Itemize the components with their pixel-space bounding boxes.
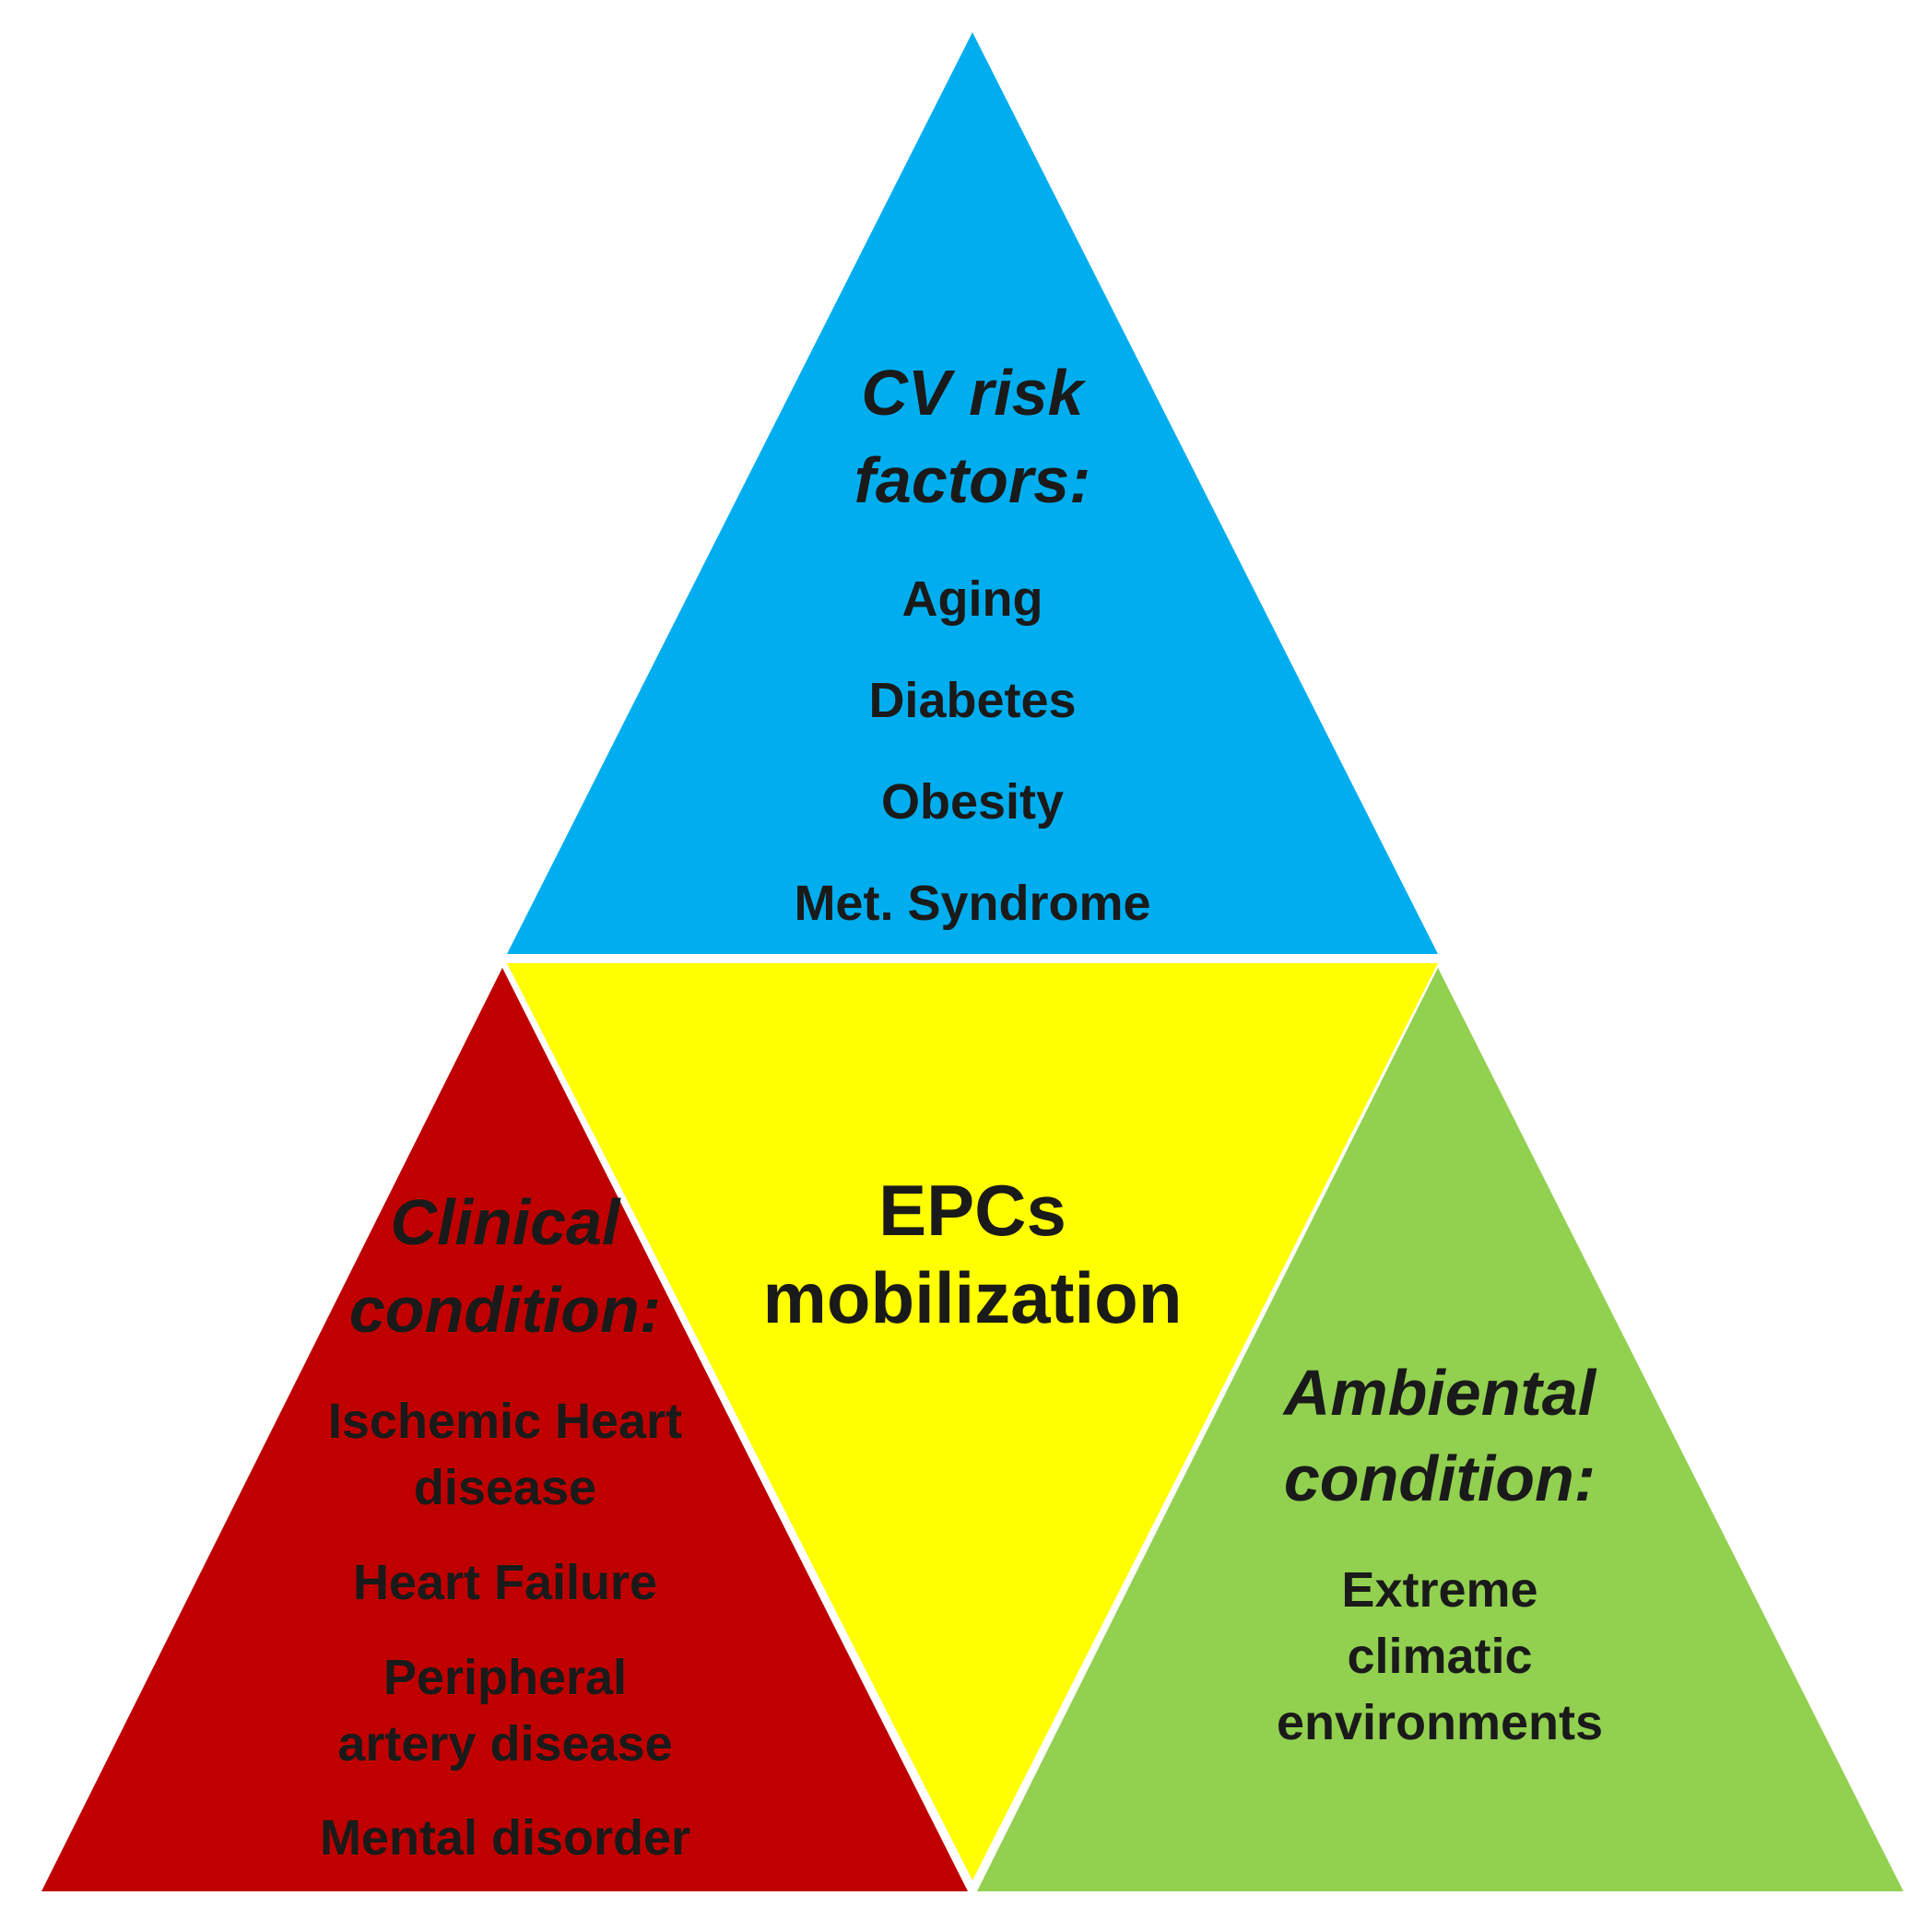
left-section: Clinical condition: Ischemic Heart disea…	[320, 1186, 690, 1866]
center-triangle	[507, 963, 1438, 1880]
left-triangle	[41, 968, 968, 1891]
left-item-heart-failure: Heart Failure	[353, 1555, 657, 1610]
left-item-ischemic-line-2: disease	[414, 1460, 596, 1515]
left-item-ischemic-line-1: Ischemic Heart	[328, 1394, 682, 1449]
right-item-line-3: environments	[1277, 1695, 1603, 1750]
left-title-line-2: condition:	[349, 1274, 661, 1346]
right-item-line-2: climatic	[1347, 1629, 1532, 1684]
top-item-diabetes: Diabetes	[868, 673, 1076, 728]
top-section: CV risk factors: Aging Diabetes Obesity …	[794, 357, 1150, 931]
right-triangle	[977, 968, 1903, 1891]
top-title-line-1: CV risk	[861, 357, 1086, 429]
left-item-peripheral-line-1: Peripheral	[383, 1650, 627, 1705]
top-item-aging: Aging	[902, 571, 1043, 627]
top-title-line-2: factors:	[854, 444, 1091, 516]
right-title-line-1: Ambiental	[1282, 1357, 1597, 1429]
top-triangle	[507, 32, 1438, 954]
right-item-line-1: Extreme	[1341, 1562, 1537, 1618]
center-line-1: EPCs	[878, 1170, 1066, 1251]
left-item-mental-disorder: Mental disorder	[320, 1810, 690, 1866]
center-line-2: mobilization	[763, 1257, 1183, 1338]
right-title-line-2: condition:	[1284, 1442, 1596, 1514]
left-item-peripheral-line-2: artery disease	[337, 1716, 672, 1772]
top-item-met-syndrome: Met. Syndrome	[794, 876, 1150, 931]
left-title-line-1: Clinical	[391, 1186, 622, 1258]
top-item-obesity: Obesity	[881, 774, 1064, 830]
center-section: EPCs mobilization	[763, 1170, 1183, 1338]
right-section: Ambiental condition: Extreme climatic en…	[1277, 1357, 1603, 1750]
